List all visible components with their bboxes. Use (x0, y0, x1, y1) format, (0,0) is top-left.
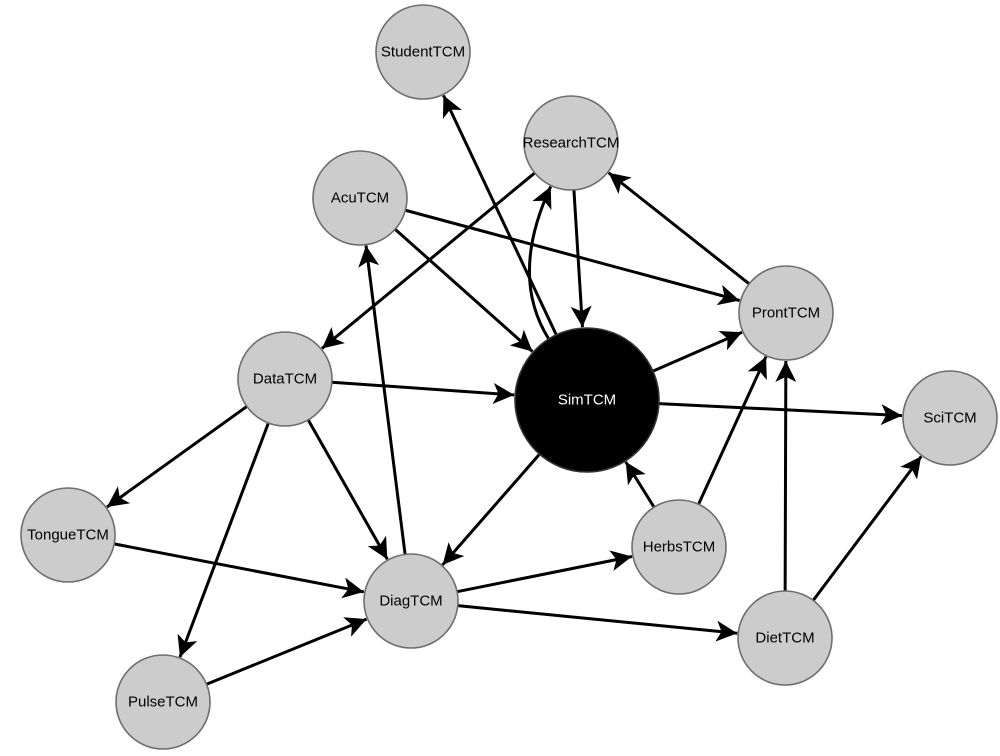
edge-diagtcm-to-acutcm (358, 245, 407, 555)
node-circle (363, 553, 459, 649)
node-circle (737, 590, 833, 686)
edge-pronttcm-to-researchtcm (607, 171, 751, 286)
edge-datatcm-to-tonguetcm (106, 405, 248, 509)
edge-researchtcm-to-simtcm (570, 189, 592, 328)
edge-simtcm-to-scitcm (658, 402, 903, 426)
nodes-layer: StudentTCM ResearchTCM AcuTCM ProntTCM D… (20, 4, 998, 750)
node-circle (902, 370, 998, 466)
node-label: SimTCM (558, 392, 616, 409)
node-acutcm[interactable]: AcuTCM (312, 150, 408, 246)
node-circle (375, 4, 471, 100)
node-circle (312, 150, 408, 246)
edge-simtcm-to-researchtcm (527, 185, 553, 340)
node-herbstcm[interactable]: HerbsTCM (631, 499, 727, 595)
edge-simtcm-to-studenttcm (442, 94, 558, 336)
node-studenttcm[interactable]: StudentTCM (375, 4, 471, 100)
edge-datatcm-to-diagtcm (306, 419, 389, 560)
node-circle (631, 499, 727, 595)
node-circle (115, 654, 211, 750)
edge-diettcm-to-pronttcm (775, 360, 797, 592)
edges-layer (106, 94, 923, 686)
node-label: DataTCM (253, 371, 317, 388)
node-label: HerbsTCM (643, 539, 716, 556)
node-label: AcuTCM (331, 190, 389, 207)
node-label: ProntTCM (752, 305, 820, 322)
edge-pulsetcm-to-diagtcm (205, 617, 368, 686)
edge-simtcm-to-diagtcm (441, 453, 541, 566)
edge-diagtcm-to-herbstcm (456, 550, 633, 594)
edge-datatcm-to-pulsetcm (177, 422, 270, 658)
node-circle (20, 487, 116, 583)
edge-diagtcm-to-diettcm (457, 604, 738, 642)
edge-herbstcm-to-simtcm (624, 461, 656, 508)
node-researchtcm[interactable]: ResearchTCM (523, 95, 620, 191)
node-scitcm[interactable]: SciTCM (902, 370, 998, 466)
node-label: TongueTCM (27, 527, 109, 544)
node-label: ResearchTCM (523, 135, 620, 152)
node-circle (523, 95, 619, 191)
node-pronttcm[interactable]: ProntTCM (738, 265, 834, 361)
node-label: StudentTCM (381, 44, 465, 61)
edge-diettcm-to-scitcm (812, 455, 923, 602)
edge-tonguetcm-to-diagtcm (113, 542, 365, 599)
node-simtcm[interactable]: SimTCM (514, 327, 660, 473)
edge-acutcm-to-simtcm (394, 228, 534, 353)
node-circle (738, 265, 834, 361)
node-tonguetcm[interactable]: TongueTCM (20, 487, 116, 583)
edge-datatcm-to-simtcm (331, 380, 515, 404)
edge-herbstcm-to-pronttcm (697, 356, 768, 505)
node-circle (514, 327, 660, 473)
node-diagtcm[interactable]: DiagTCM (363, 553, 459, 649)
node-diettcm[interactable]: DietTCM (737, 590, 833, 686)
node-datatcm[interactable]: DataTCM (237, 331, 333, 427)
node-label: SciTCM (923, 410, 976, 427)
node-label: DietTCM (755, 630, 814, 647)
node-circle (237, 331, 333, 427)
edge-simtcm-to-pronttcm (652, 330, 743, 373)
node-label: DiagTCM (379, 593, 442, 610)
edge-acutcm-to-pronttcm (404, 208, 741, 306)
node-pulsetcm[interactable]: PulseTCM (115, 654, 211, 750)
node-label: PulseTCM (128, 694, 198, 711)
